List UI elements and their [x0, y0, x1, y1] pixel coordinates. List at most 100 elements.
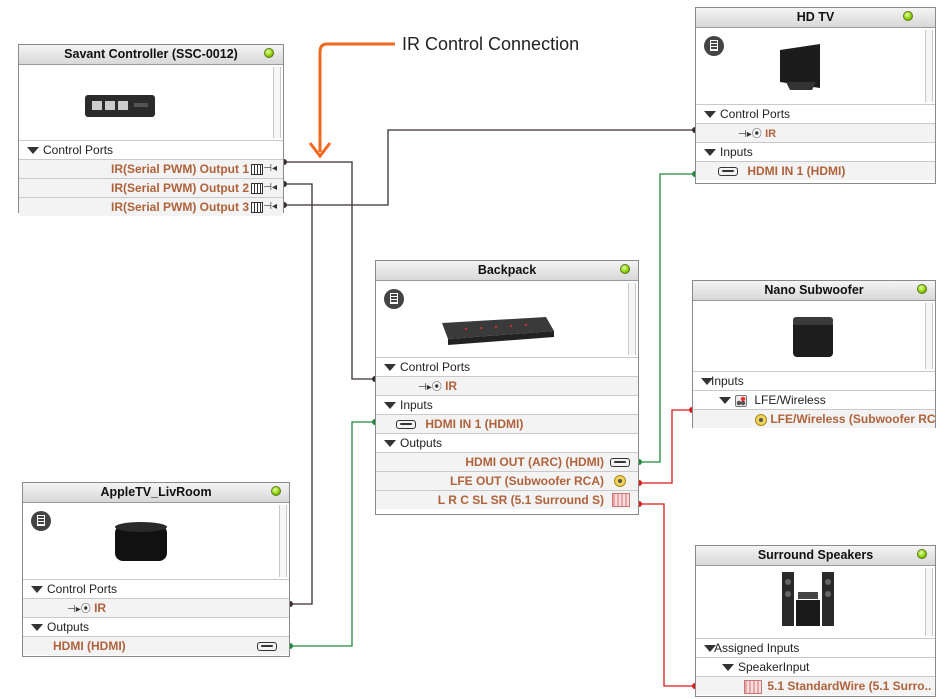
wire-ir-savant3-hdtv [284, 129, 695, 206]
status-led-icon [903, 11, 913, 21]
port-label: 5.1 StandardWire (5.1 Surro.. [767, 679, 932, 693]
port-label: IR(Serial PWM) Output 3 [111, 200, 249, 214]
device-image-area [376, 281, 638, 357]
section-control-ports[interactable]: Control Ports [376, 357, 638, 376]
section-control-ports[interactable]: Control Ports [696, 104, 935, 123]
section-control-ports[interactable]: Control Ports [19, 140, 283, 159]
section-outputs[interactable]: Outputs [376, 433, 638, 452]
port-5-1-standardwire[interactable]: 5.1 StandardWire (5.1 Surro.. [696, 676, 935, 695]
ir-emitter-icon: ⊣◂ [263, 182, 277, 193]
document-icon[interactable] [384, 289, 404, 309]
scrollbar[interactable] [279, 505, 287, 577]
lfe-wireless-icon [735, 394, 747, 407]
hdmi-port-icon [718, 167, 738, 177]
section-inputs[interactable]: Inputs [376, 395, 638, 414]
port-surround-out[interactable]: L R C SL SR (5.1 Surround S) [376, 490, 638, 509]
device-title[interactable]: Nano Subwoofer [693, 281, 935, 301]
annotation-label: IR Control Connection [402, 34, 580, 54]
port-hdmi-out-arc[interactable]: HDMI OUT (ARC) (HDMI) [376, 452, 638, 471]
status-led-icon [620, 264, 630, 274]
port-label: IR [765, 128, 777, 140]
serial-port-icon [251, 202, 263, 213]
port-label: LFE OUT (Subwoofer RCA) [450, 474, 604, 488]
status-led-icon [917, 549, 927, 559]
device-image-area [693, 301, 935, 371]
port-hdmi-in-1[interactable]: HDMI IN 1 (HDMI) [376, 414, 638, 433]
ir-emitter-icon: ⊣◂ [263, 163, 277, 174]
serial-port-icon [251, 183, 263, 194]
group-lfe-wireless[interactable]: LFE/Wireless [693, 390, 935, 409]
subwoofer-image-icon [793, 317, 833, 357]
backpack-image-icon [442, 317, 554, 345]
port-hdmi-out[interactable]: HDMI (HDMI) [23, 636, 289, 655]
surround-port-icon [744, 679, 762, 694]
port-label: HDMI (HDMI) [53, 639, 126, 653]
tv-image-icon [780, 44, 820, 90]
port-ir-output-3[interactable]: IR(Serial PWM) Output 3 ⊣◂ [19, 197, 283, 216]
device-title[interactable]: HD TV [696, 8, 935, 28]
rca-port-icon [614, 475, 626, 487]
device-nano-subwoofer[interactable]: Nano Subwoofer Inputs LFE/Wireless LFE/W… [692, 280, 936, 428]
document-icon[interactable] [704, 36, 724, 56]
device-appletv[interactable]: AppleTV_LivRoom Control Ports ⊣▸⦿ IR Out… [22, 482, 290, 657]
device-image-area [19, 65, 283, 140]
device-title[interactable]: Backpack [376, 261, 638, 281]
device-hd-tv[interactable]: HD TV Control Ports ⊣▸⦿ IR Inputs HDMI I… [695, 7, 936, 184]
port-hdmi-in-1[interactable]: HDMI IN 1 (HDMI) [696, 161, 935, 180]
annotation-arrowhead [308, 142, 332, 159]
section-outputs[interactable]: Outputs [23, 617, 289, 636]
section-assigned-inputs[interactable]: Assigned Inputs [696, 638, 935, 657]
device-surround-speakers[interactable]: Surround Speakers Assigned Inputs Speake… [695, 545, 936, 697]
document-icon[interactable] [31, 511, 51, 531]
device-image-area [696, 28, 935, 104]
port-label: L R C SL SR (5.1 Surround S) [437, 493, 604, 507]
port-lfe-out[interactable]: LFE OUT (Subwoofer RCA) [376, 471, 638, 490]
port-ir[interactable]: ⊣▸⦿ IR [23, 598, 289, 617]
port-label: HDMI IN 1 (HDMI) [425, 417, 524, 431]
port-label: IR [94, 601, 107, 615]
port-ir[interactable]: ⊣▸⦿ IR [376, 376, 638, 395]
wire-ir-savant1-backpack [284, 161, 375, 380]
device-backpack[interactable]: Backpack Control Ports ⊣▸⦿ IR Inputs HDM… [375, 260, 639, 515]
section-inputs[interactable]: Inputs [693, 371, 935, 390]
serial-port-icon [251, 164, 263, 175]
ir-receiver-icon: ⊣▸⦿ [738, 129, 762, 140]
group-label: LFE/Wireless [754, 393, 826, 407]
device-savant-controller[interactable]: Savant Controller (SSC-0012) Control Por… [18, 44, 284, 216]
port-ir-output-2[interactable]: IR(Serial PWM) Output 2 ⊣◂ [19, 178, 283, 197]
ir-receiver-icon: ⊣▸⦿ [67, 604, 91, 615]
hdmi-port-icon [396, 420, 416, 430]
status-led-icon [264, 48, 274, 58]
group-speaker-input[interactable]: SpeakerInput [696, 657, 935, 676]
scrollbar[interactable] [925, 303, 933, 369]
device-title[interactable]: Surround Speakers [696, 546, 935, 566]
wire-lfe-backpack-subwoofer [639, 409, 692, 484]
device-image-area [23, 503, 289, 579]
rca-port-icon [755, 413, 767, 426]
device-image-area [696, 566, 935, 638]
status-led-icon [271, 486, 281, 496]
scrollbar[interactable] [273, 67, 281, 138]
annotation-arrow [318, 42, 395, 152]
ir-emitter-icon: ⊣◂ [263, 201, 277, 212]
wire-surround-backpack-speakers [639, 503, 695, 687]
section-control-ports[interactable]: Control Ports [23, 579, 289, 598]
appletv-image-icon [115, 522, 167, 561]
device-title[interactable]: Savant Controller (SSC-0012) [19, 45, 283, 65]
scrollbar[interactable] [925, 568, 933, 636]
hdmi-port-icon [610, 458, 630, 467]
port-label: HDMI OUT (ARC) (HDMI) [465, 455, 604, 469]
section-inputs[interactable]: Inputs [696, 142, 935, 161]
scrollbar[interactable] [628, 283, 636, 355]
speakers-image-icon [782, 572, 834, 626]
scrollbar[interactable] [925, 30, 933, 102]
port-label: IR(Serial PWM) Output 1 [111, 162, 249, 176]
port-label: IR(Serial PWM) Output 2 [111, 181, 249, 195]
port-label: LFE/Wireless (Subwoofer RC [770, 412, 935, 426]
port-label: IR [445, 379, 458, 393]
port-ir-output-1[interactable]: IR(Serial PWM) Output 1 ⊣◂ [19, 159, 283, 178]
device-title[interactable]: AppleTV_LivRoom [23, 483, 289, 503]
hdmi-port-icon [257, 642, 277, 651]
port-ir[interactable]: ⊣▸⦿ IR [696, 123, 935, 142]
port-lfe-wireless[interactable]: LFE/Wireless (Subwoofer RC [693, 409, 935, 428]
